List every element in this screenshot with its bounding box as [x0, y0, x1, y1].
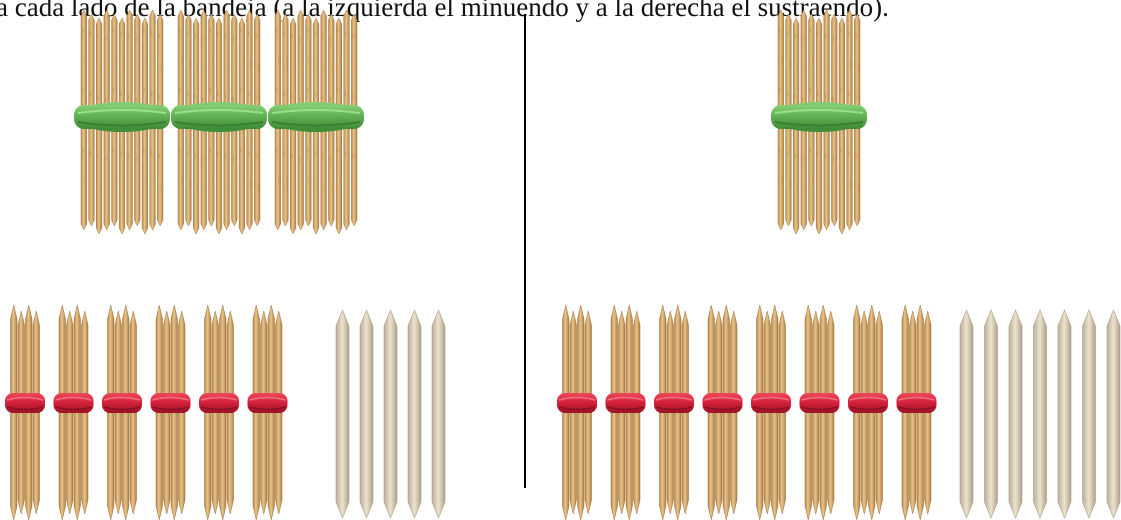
minuend-ten-bundle-5 — [199, 304, 239, 520]
subtrahend-units-group — [959, 309, 1121, 519]
subtrahend-unit-stick-4 — [1033, 309, 1047, 519]
minuend-ten-bundle-4 — [150, 304, 191, 520]
subtrahend-unit-stick-6 — [1082, 309, 1096, 519]
subtrahend-ten-bundle-5 — [751, 304, 791, 520]
minuend-hundred-bundle-2 — [171, 9, 267, 235]
instruction-caption: a cada lado de la bandeja (a la izquierd… — [0, 0, 889, 22]
subtrahend-ten-bundle-8 — [896, 304, 937, 520]
minuend-hundred-bundle-1 — [74, 9, 170, 235]
minuend-unit-stick-5 — [431, 309, 446, 519]
subtrahend-ten-bundle-6 — [799, 304, 840, 520]
minuend-ten-bundle-2 — [53, 304, 94, 520]
minuend-ten-bundle-6 — [247, 304, 288, 520]
subtrahend-ten-bundle-2 — [605, 304, 646, 520]
minuend-unit-stick-2 — [359, 309, 374, 519]
minuend-ten-bundle-3 — [102, 304, 142, 520]
subtrahend-hundreds-group — [771, 9, 867, 235]
minuend-unit-stick-3 — [383, 309, 398, 519]
minuend-tens-group — [5, 304, 288, 520]
minuend-unit-stick-4 — [407, 309, 422, 519]
minuend-ten-bundle-1 — [5, 304, 45, 520]
minuend-units-group — [335, 309, 446, 519]
subtrahend-unit-stick-3 — [1008, 309, 1023, 519]
subtrahend-hundred-bundle-1 — [771, 9, 867, 235]
tray-divider-line — [524, 14, 526, 488]
subtrahend-tens-group — [557, 304, 937, 520]
subtrahend-ten-bundle-4 — [702, 304, 743, 520]
subtrahend-ten-bundle-3 — [654, 304, 694, 520]
subtrahend-unit-stick-1 — [959, 309, 974, 519]
minuend-unit-stick-1 — [335, 309, 350, 519]
subtrahend-unit-stick-7 — [1106, 309, 1121, 519]
subtrahend-unit-stick-5 — [1057, 309, 1072, 519]
minuend-hundred-bundle-3 — [268, 9, 364, 235]
minuend-hundreds-group — [74, 9, 364, 235]
subtrahend-ten-bundle-7 — [848, 304, 888, 520]
subtrahend-unit-stick-2 — [984, 309, 998, 519]
subtrahend-ten-bundle-1 — [557, 304, 597, 520]
